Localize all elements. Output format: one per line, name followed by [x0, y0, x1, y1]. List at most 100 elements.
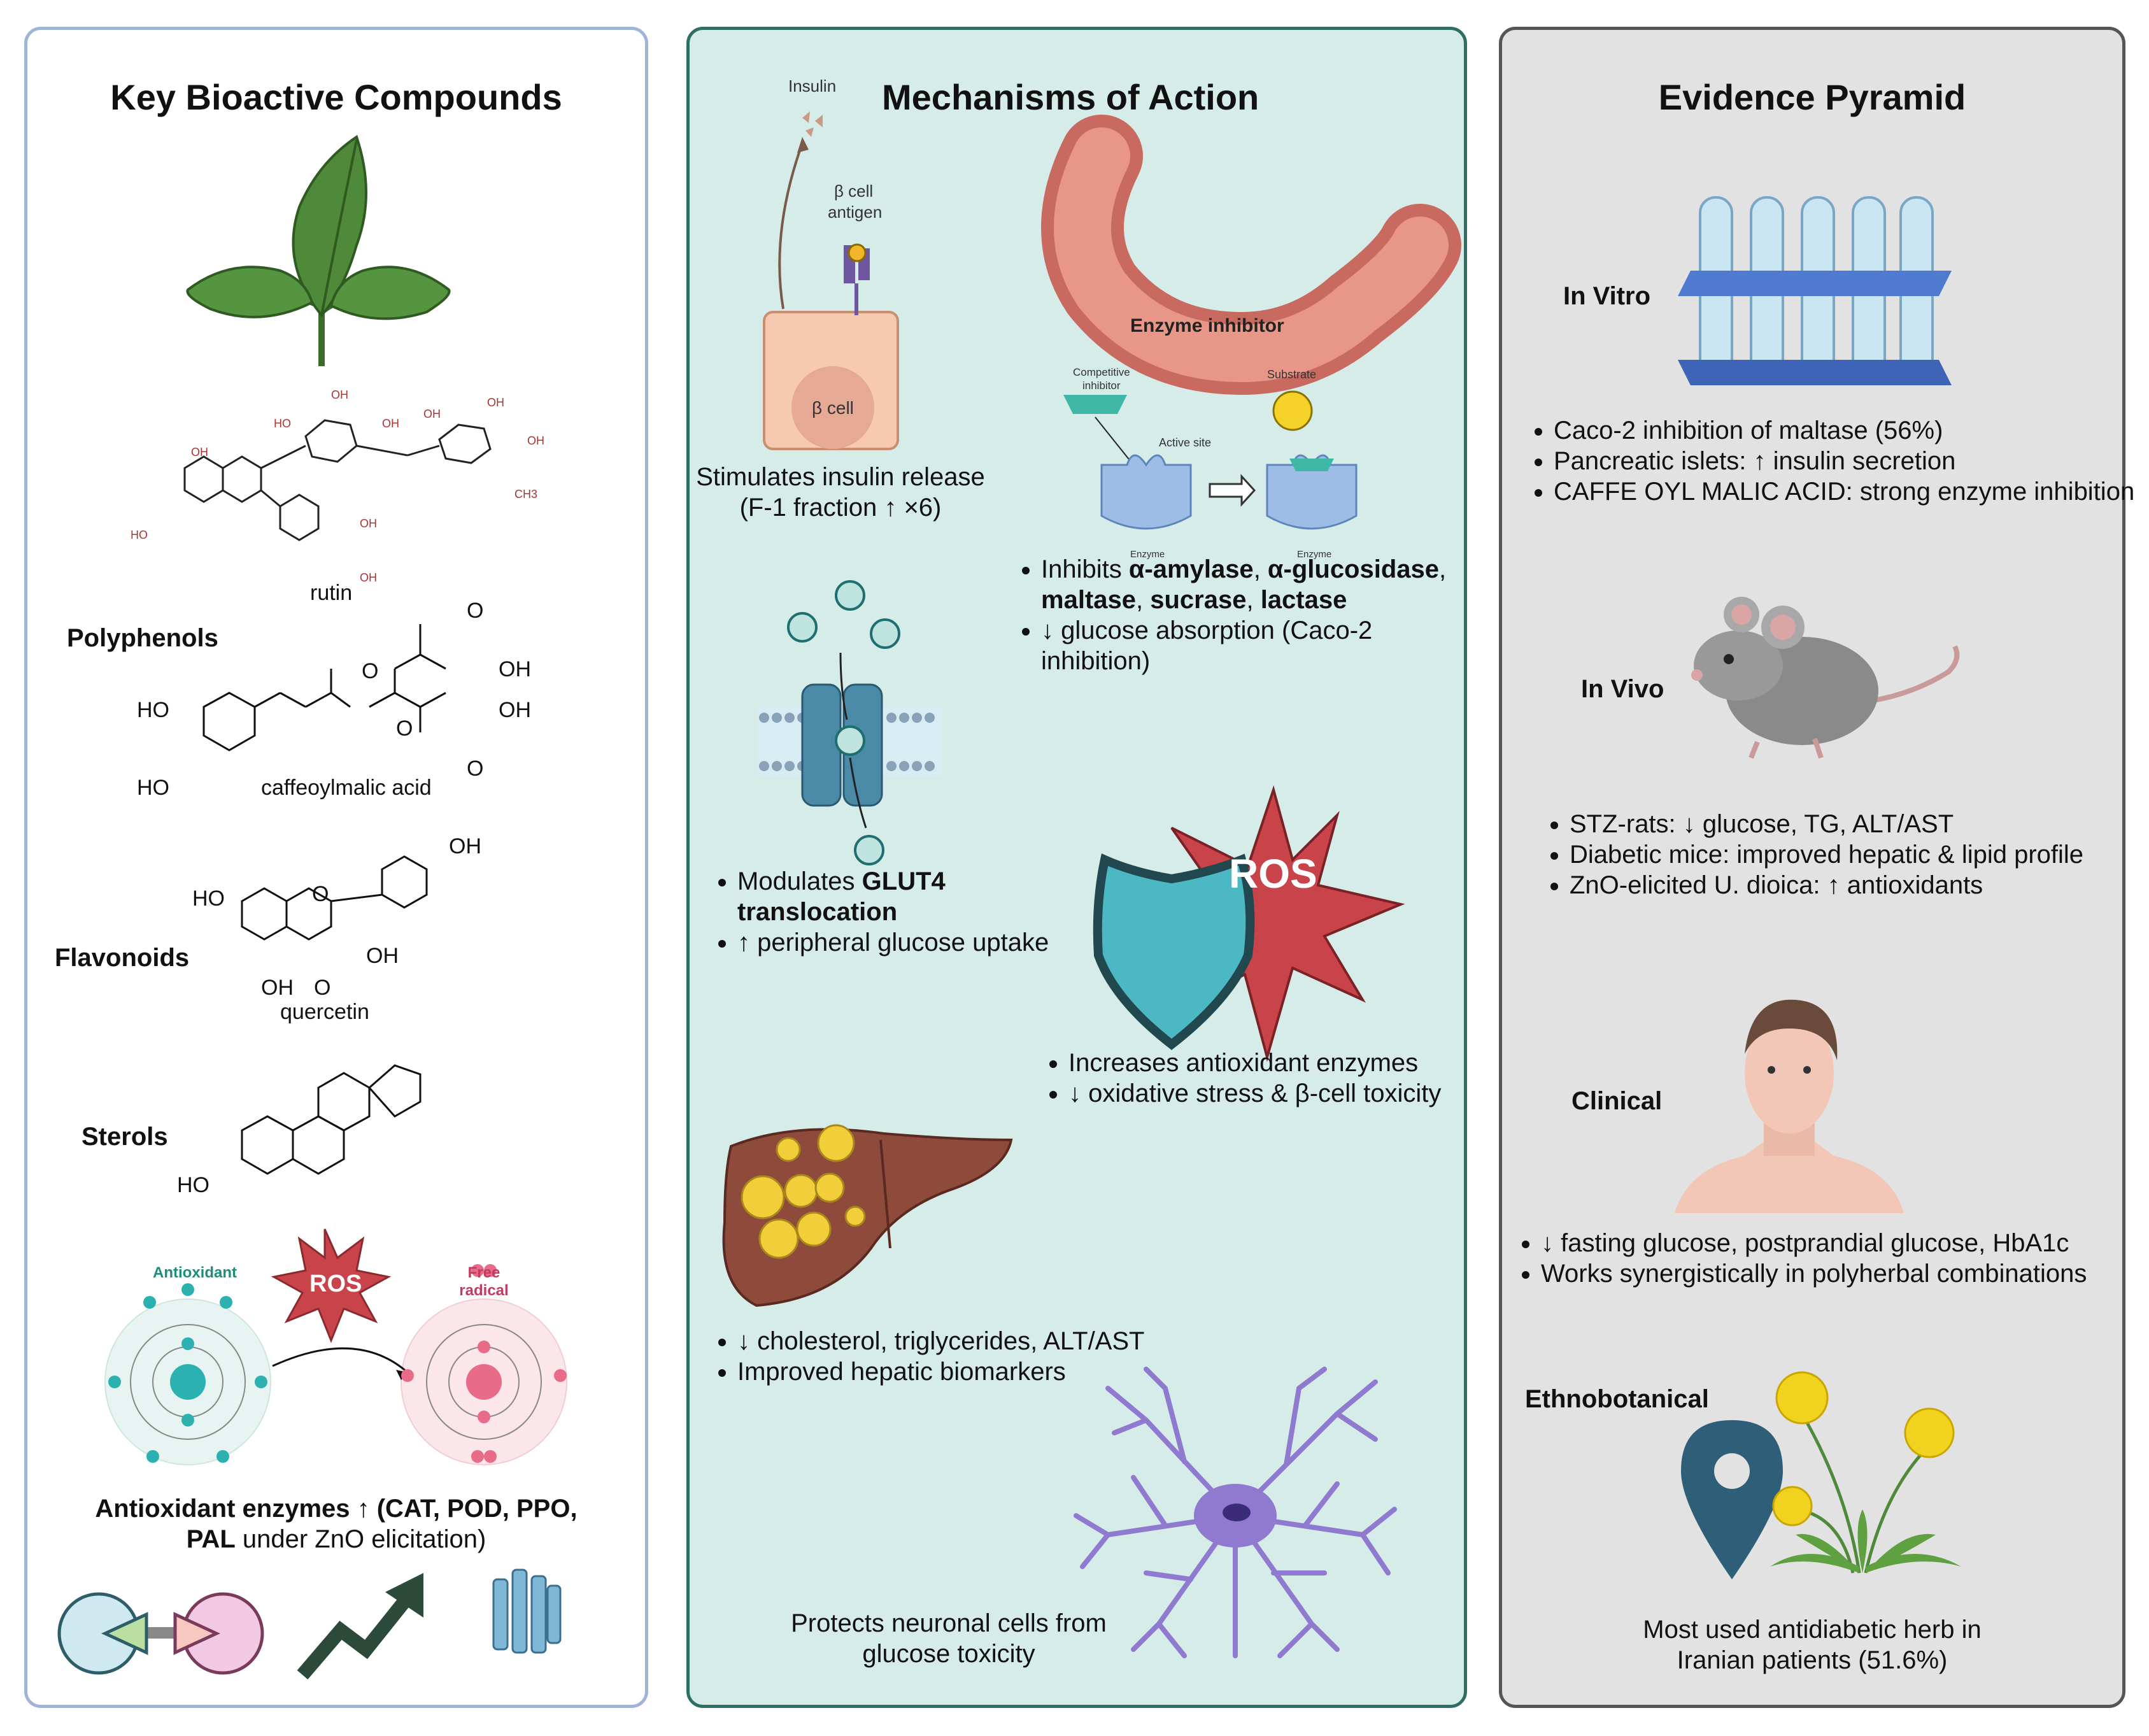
caffeoyl-atom: HO	[137, 698, 169, 722]
enzyme-label-2: Enzyme	[1297, 549, 1332, 560]
text-run: ↑ peripheral glucose uptake	[737, 928, 1049, 957]
ros-label-left: ROS	[309, 1270, 362, 1297]
rutin-label: rutin	[310, 581, 353, 605]
insulin-label: Insulin	[788, 76, 837, 96]
rutin-atom: OH	[191, 446, 208, 459]
invivo-label: In Vivo	[1581, 675, 1664, 703]
rutin-atom: OH	[382, 417, 399, 430]
ethno-text-line-1: Most used antidiabetic herb in	[1643, 1616, 1982, 1644]
rutin-structure	[183, 419, 492, 541]
caffeoyl-atom: O	[467, 757, 484, 781]
insulin-secretion-icon	[763, 111, 899, 450]
glut4-bullets: Modulates GLUT4 translocation ↑ peripher…	[706, 866, 1049, 958]
enzymes-rest: under ZnO elicitation)	[235, 1525, 486, 1553]
sterols-label: Sterols	[82, 1123, 168, 1151]
caffeoyl-atom: O	[396, 716, 413, 741]
rutin-atom: HO	[274, 417, 291, 430]
competitive-label-2: inhibitor	[1082, 380, 1121, 392]
bold-term: α-amylase	[1128, 555, 1254, 583]
ethno-label: Ethnobotanical	[1525, 1385, 1709, 1413]
rutin-atom: OH	[423, 408, 441, 420]
free-radical-label: Free radical	[459, 1264, 509, 1299]
text-run: ,	[1246, 586, 1261, 614]
active-site-label: Active site	[1159, 436, 1212, 449]
invivo-bullet: Diabetic mice: improved hepatic & lipid …	[1570, 839, 2083, 870]
text-run: ,	[1439, 555, 1447, 583]
bold-term: maltase	[1041, 586, 1136, 614]
invitro-bullet: CAFFE OYL MALIC ACID: strong enzyme inhi…	[1554, 476, 2134, 507]
beta-antigen-label-1: β cell	[834, 181, 874, 201]
enzymes-bold-1: Antioxidant enzymes ↑ (CAT, POD, PPO,	[95, 1495, 578, 1523]
caffeoyl-atom: HO	[137, 776, 169, 800]
neuron-text: Protects neuronal cells from glucose tox…	[751, 1608, 1146, 1669]
mouse-icon	[1691, 597, 1960, 759]
insulin-text-line-2: (F-1 fraction ↑ ×6)	[739, 494, 942, 522]
mechanisms-title: Mechanisms of Action	[882, 77, 1259, 117]
nettle-leaf-icon	[186, 134, 451, 366]
invitro-bullet: Pancreatic islets: ↑ insulin secretion	[1554, 446, 2134, 476]
enzymes-bold-2: PAL	[186, 1525, 236, 1553]
human-icon	[1675, 999, 1904, 1213]
dandelion-icon	[1770, 1371, 1961, 1574]
rutin-atom: OH	[360, 517, 377, 530]
antioxidant-bullet: Increases antioxidant enzymes	[1068, 1048, 1441, 1078]
ethno-text: Most used antidiabetic herb in Iranian p…	[1499, 1614, 2125, 1676]
bold-term: lactase	[1260, 586, 1347, 614]
glut4-bullet-line: translocation	[737, 897, 1049, 927]
quercetin-label: quercetin	[280, 1000, 369, 1024]
caffeoyl-atom: O	[467, 599, 484, 623]
rutin-atom: OH	[527, 434, 544, 447]
text-run: ,	[1253, 555, 1268, 583]
rutin-atom: OH	[360, 571, 377, 584]
antioxidant-electron-diagram	[104, 1228, 567, 1465]
quercetin-atom: HO	[192, 886, 225, 911]
enzyme-bullet-line: inhibition)	[1041, 646, 1446, 676]
antioxidant-bullet: ↓ oxidative stress & β-cell toxicity	[1068, 1078, 1441, 1109]
quercetin-structure	[241, 855, 428, 941]
glut4-bullet-line: Modulates GLUT4	[737, 866, 1049, 897]
enzyme-inhibitor-label: Enzyme inhibitor	[1130, 315, 1284, 336]
text-run: Modulates	[737, 867, 862, 895]
rutin-atom: OH	[487, 396, 504, 409]
insulin-text: Stimulates insulin release (F-1 fraction…	[688, 462, 993, 523]
invivo-bullets: STZ-rats: ↓ glucose, TG, ALT/AST Diabeti…	[1538, 809, 2083, 900]
caffeoyl-atom: OH	[499, 657, 531, 681]
glut4-bullet-line: ↑ peripheral glucose uptake	[737, 927, 1049, 958]
antioxidant-enzymes-text: Antioxidant enzymes ↑ (CAT, POD, PPO, PA…	[24, 1493, 648, 1555]
trend-up-arrow-icon	[297, 1573, 423, 1680]
antioxidant-label: Antioxidant	[153, 1264, 237, 1281]
test-tubes-icon	[1678, 196, 1952, 385]
invitro-bullets: Caco-2 inhibition of maltase (56%) Pancr…	[1522, 415, 2134, 507]
quercetin-atom: O	[312, 882, 329, 906]
quercetin-atom: OH	[366, 944, 399, 968]
sterol-atom: HO	[177, 1173, 209, 1197]
liver-bullet: ↓ cholesterol, triglycerides, ALT/AST	[737, 1326, 1145, 1356]
flavonoids-label: Flavonoids	[55, 944, 190, 972]
text-run: Inhibits	[1041, 555, 1129, 583]
clinical-bullet: ↓ fasting glucose, postprandial glucose,…	[1541, 1228, 2087, 1258]
protein-structure-icon	[492, 1569, 562, 1654]
text-run: inhibition)	[1041, 647, 1151, 675]
enzyme-bullets: Inhibits α-amylase, α-glucosidase, malta…	[1009, 554, 1446, 676]
competitive-label-1: Competitive	[1073, 366, 1130, 378]
bold-term: α-glucosidase	[1267, 555, 1440, 583]
evidence-title: Evidence Pyramid	[1658, 77, 1966, 117]
enzyme-bullet-line: ↓ glucose absorption (Caco-2	[1041, 615, 1446, 646]
caffeoyl-atom: O	[362, 659, 379, 683]
enzyme-label-1: Enzyme	[1130, 549, 1165, 560]
ros-label-right: ROS	[1229, 851, 1317, 897]
sterol-structure	[241, 1064, 422, 1175]
ros-shield-icon	[1093, 785, 1405, 1062]
enzyme-interaction-icon	[57, 1592, 264, 1675]
glut4-transporter-icon	[758, 580, 942, 865]
enzyme-bullet-line: Inhibits α-amylase, α-glucosidase,	[1041, 554, 1446, 585]
text-run: ,	[1135, 586, 1151, 614]
clinical-bullets: ↓ fasting glucose, postprandial glucose,…	[1509, 1228, 2087, 1289]
liver-icon	[722, 1124, 1013, 1307]
clinical-bullet: Works synergistically in polyherbal comb…	[1541, 1258, 2087, 1289]
neuron-icon	[1074, 1367, 1397, 1658]
invitro-label: In Vitro	[1563, 282, 1651, 310]
caffeoylmalic-structure	[202, 624, 446, 751]
insulin-text-line-1: Stimulates insulin release	[696, 463, 985, 491]
invitro-bullet: Caco-2 inhibition of maltase (56%)	[1554, 415, 2134, 446]
